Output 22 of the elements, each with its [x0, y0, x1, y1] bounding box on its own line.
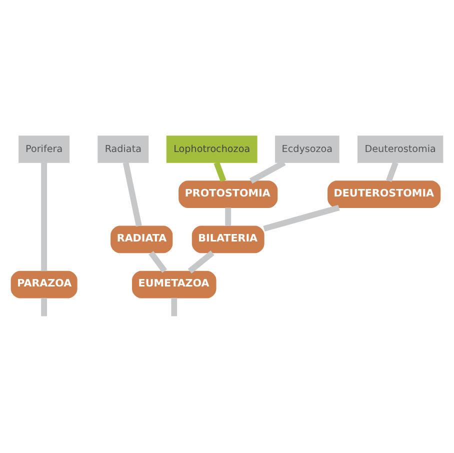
node-box: Porifera — [18, 136, 70, 163]
node-box: Ecdysozoa — [275, 136, 340, 163]
node-box: RADIATA — [110, 226, 173, 254]
connector — [225, 208, 232, 226]
connector — [188, 250, 214, 274]
connector — [41, 298, 48, 316]
connector — [214, 162, 226, 182]
connector — [41, 162, 48, 272]
node-box: PROTOSTOMIA — [178, 180, 278, 208]
node-box: Lophotrochozoa — [166, 136, 258, 163]
connector — [171, 298, 178, 316]
connector — [250, 160, 286, 184]
node-box: EUMETAZOA — [132, 270, 216, 298]
node-box: BILATERIA — [192, 226, 264, 254]
node-box: Radiata — [98, 136, 149, 163]
node-box: DEUTEROSTOMIA — [328, 180, 441, 208]
connector — [386, 162, 398, 182]
node-box: Deuterostomia — [357, 136, 444, 163]
node-box: PARAZOA — [10, 270, 78, 298]
connector — [263, 204, 340, 232]
connector — [122, 162, 142, 227]
connector — [148, 251, 168, 273]
